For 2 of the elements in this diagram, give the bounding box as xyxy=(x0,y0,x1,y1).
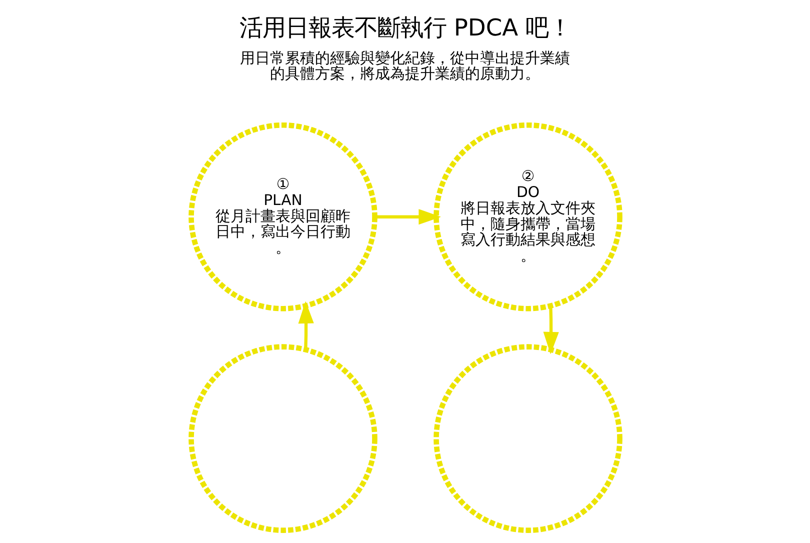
diagram-title: 活用日報表不斷執行 PDCA 吧！ xyxy=(238,14,572,42)
label: 用日常累積的經驗與變化紀錄，從中導出提升業績的具體方案，將成為提升業績的原動力。 xyxy=(239,50,570,83)
